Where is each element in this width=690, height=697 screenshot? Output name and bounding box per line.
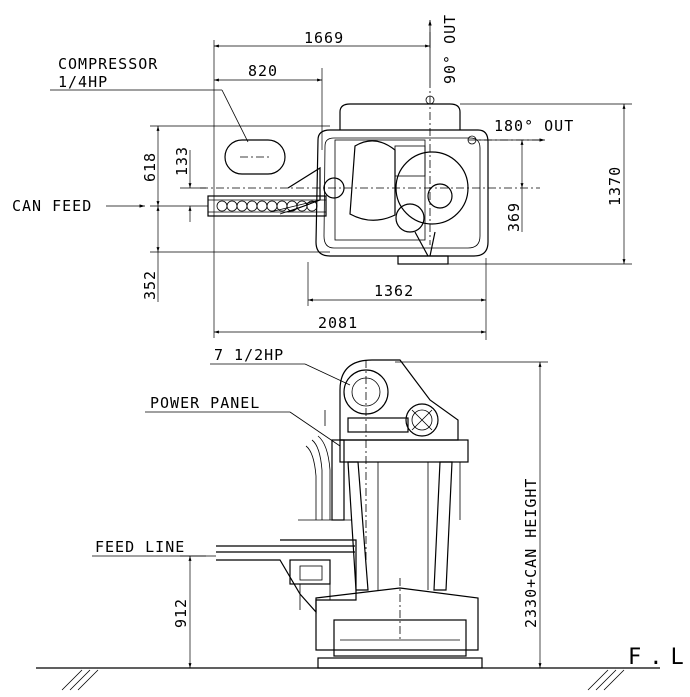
dim-1669: 1669	[304, 29, 344, 47]
dimension-618: 618	[141, 125, 330, 207]
can-feed-label: CAN FEED	[12, 197, 92, 215]
dim-352: 352	[141, 270, 159, 300]
power-panel-label: POWER PANEL	[150, 394, 260, 412]
dim-total-height: 2330+CAN HEIGHT	[522, 478, 540, 628]
can-feed-callout: CAN FEED	[12, 197, 145, 215]
out-90-label: 90° OUT	[441, 14, 459, 84]
dim-912: 912	[172, 598, 190, 628]
motor-callout: 7 1/2HP	[210, 346, 351, 386]
floor-line: F.L	[36, 645, 690, 691]
dim-1362: 1362	[374, 282, 414, 300]
dim-2081: 2081	[318, 314, 358, 332]
dim-1370: 1370	[606, 166, 624, 206]
dimension-total-height: 2330+CAN HEIGHT	[395, 361, 548, 668]
out-180-label: 180° OUT	[494, 117, 574, 135]
outlet-180: 180° OUT	[476, 117, 574, 142]
outlet-90: 90° OUT	[428, 14, 459, 84]
dimension-352: 352	[141, 206, 330, 302]
dim-369: 369	[505, 202, 523, 232]
power-panel: POWER PANEL	[145, 394, 352, 521]
can-feed-conveyor	[207, 195, 327, 217]
compressor: COMPRESSOR 1/4HP	[50, 55, 286, 175]
dimension-1370: 1370	[448, 103, 632, 265]
compressor-label-1: COMPRESSOR	[58, 55, 158, 73]
dimension-2081: 2081	[213, 200, 486, 338]
dimension-912: 912	[172, 555, 216, 668]
dimension-820: 820	[214, 62, 323, 150]
motor-label: 7 1/2HP	[214, 346, 284, 364]
machine-frame-elevation	[339, 439, 469, 640]
dimension-1362: 1362	[307, 258, 487, 340]
floor-line-label: F.L	[628, 645, 690, 670]
dim-618: 618	[141, 152, 159, 182]
compressor-label-2: 1/4HP	[58, 73, 108, 91]
motor-housing-elevation	[324, 359, 459, 560]
feed-line-label: FEED LINE	[95, 538, 185, 556]
dim-133: 133	[173, 146, 191, 176]
feed-line: FEED LINE	[92, 538, 357, 614]
dim-820: 820	[248, 62, 278, 80]
plan-view: COMPRESSOR 1/4HP CAN FEED 90° OUT 180° O…	[12, 14, 632, 340]
machine-base-elevation	[315, 587, 483, 669]
machine-housing-plan	[200, 80, 540, 265]
dimension-1669: 1669	[213, 29, 431, 200]
dimension-133: 133	[173, 146, 206, 222]
can-circles	[216, 200, 318, 212]
dimension-369: 369	[505, 140, 524, 232]
elevation-view: POWER PANEL 7 1/2HP FEED LINE 912	[36, 346, 690, 691]
